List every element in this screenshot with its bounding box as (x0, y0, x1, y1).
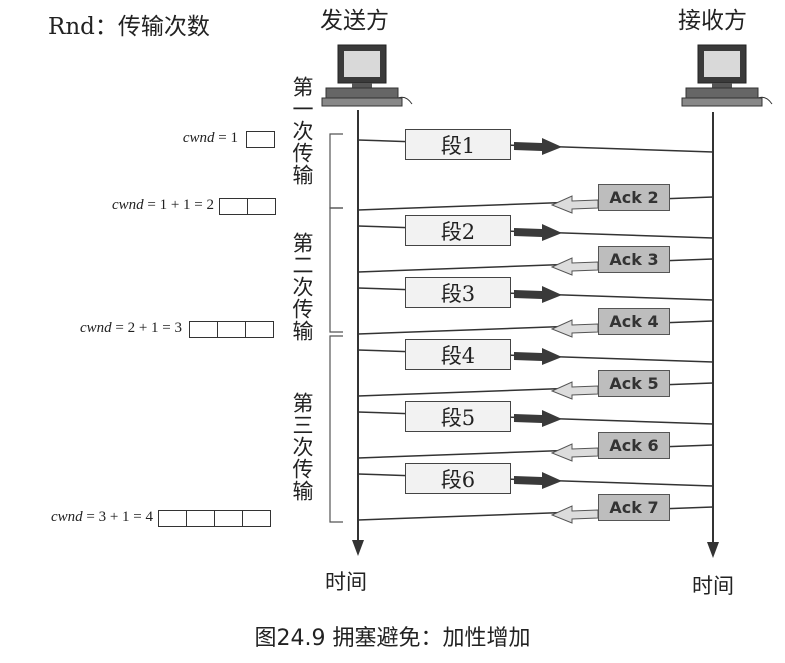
ack-arrow-7 (550, 505, 599, 524)
cwnd-row-2: cwnd = 1 + 1 = 2 (112, 197, 214, 214)
window-slot (247, 132, 274, 147)
segment-box-5: 段5 (405, 401, 511, 432)
cwnd-window-2 (219, 198, 276, 215)
cwnd-var: cwnd (111, 197, 144, 213)
window-slot (248, 199, 275, 214)
cwnd-window-4 (158, 510, 271, 527)
segment-box-1: 段1 (405, 129, 511, 160)
cwnd-var: cwnd (79, 320, 112, 336)
round-label-2: 第二次传输 (290, 232, 314, 342)
ack-box-6: Ack 6 (598, 432, 670, 459)
round-label-3: 第三次传输 (290, 392, 314, 502)
segment-arrow-4 (514, 348, 562, 365)
ack-arrow-5 (550, 381, 599, 400)
segment-arrow-6 (514, 472, 562, 489)
window-slot (246, 322, 273, 337)
segment-box-3: 段3 (405, 277, 511, 308)
rnd-label: Rnd：传输次数 (48, 14, 210, 40)
ack-arrow-2 (550, 195, 599, 214)
cwnd-expr: = 1 + 1 = 2 (143, 197, 214, 213)
sender-label: 发送方 (320, 8, 389, 34)
segment-arrow-1 (514, 138, 562, 155)
sender-computer-icon (321, 44, 413, 107)
receiver-computer-icon (681, 44, 773, 107)
ack-arrow-4 (550, 319, 599, 338)
ack-box-4: Ack 4 (598, 308, 670, 335)
ack-arrow-6 (550, 443, 599, 462)
window-slot (220, 199, 248, 214)
cwnd-row-3: cwnd = 2 + 1 = 3 (80, 320, 182, 337)
ack-box-5: Ack 5 (598, 370, 670, 397)
window-slot (159, 511, 187, 526)
segment-box-6: 段6 (405, 463, 511, 494)
window-slot (190, 322, 218, 337)
cwnd-window-1 (246, 131, 275, 148)
figure-caption: 图24.9 拥塞避免：加性增加 (254, 626, 531, 651)
round-bracket-2 (329, 207, 343, 333)
round-bracket-1 (329, 133, 343, 209)
cwnd-var: cwnd (182, 130, 215, 146)
cwnd-row-1: cwnd = 1 (183, 130, 238, 147)
cwnd-expr: = 3 + 1 = 4 (82, 509, 153, 525)
segment-box-4: 段4 (405, 339, 511, 370)
window-slot (187, 511, 215, 526)
segment-arrow-3 (514, 286, 562, 303)
window-slot (215, 511, 243, 526)
cwnd-expr: = 1 (214, 130, 238, 146)
window-slot (243, 511, 270, 526)
ack-arrow-3 (550, 257, 599, 276)
ack-box-3: Ack 3 (598, 246, 670, 273)
receiver-timeline-arrowhead (707, 542, 719, 558)
segment-arrow-5 (514, 410, 562, 427)
receiver-time-label: 时间 (692, 574, 734, 598)
receiver-label: 接收方 (678, 8, 747, 34)
sender-time-label: 时间 (325, 570, 367, 594)
cwnd-row-4: cwnd = 3 + 1 = 4 (51, 509, 153, 526)
cwnd-window-3 (189, 321, 274, 338)
segment-arrow-2 (514, 224, 562, 241)
segment-box-2: 段2 (405, 215, 511, 246)
cwnd-var: cwnd (50, 509, 83, 525)
round-bracket-3 (329, 335, 343, 523)
ack-box-2: Ack 2 (598, 184, 670, 211)
window-slot (218, 322, 246, 337)
ack-box-7: Ack 7 (598, 494, 670, 521)
cwnd-expr: = 2 + 1 = 3 (111, 320, 182, 336)
sender-timeline-arrowhead (352, 540, 364, 556)
round-label-1: 第一次传输 (290, 76, 314, 186)
